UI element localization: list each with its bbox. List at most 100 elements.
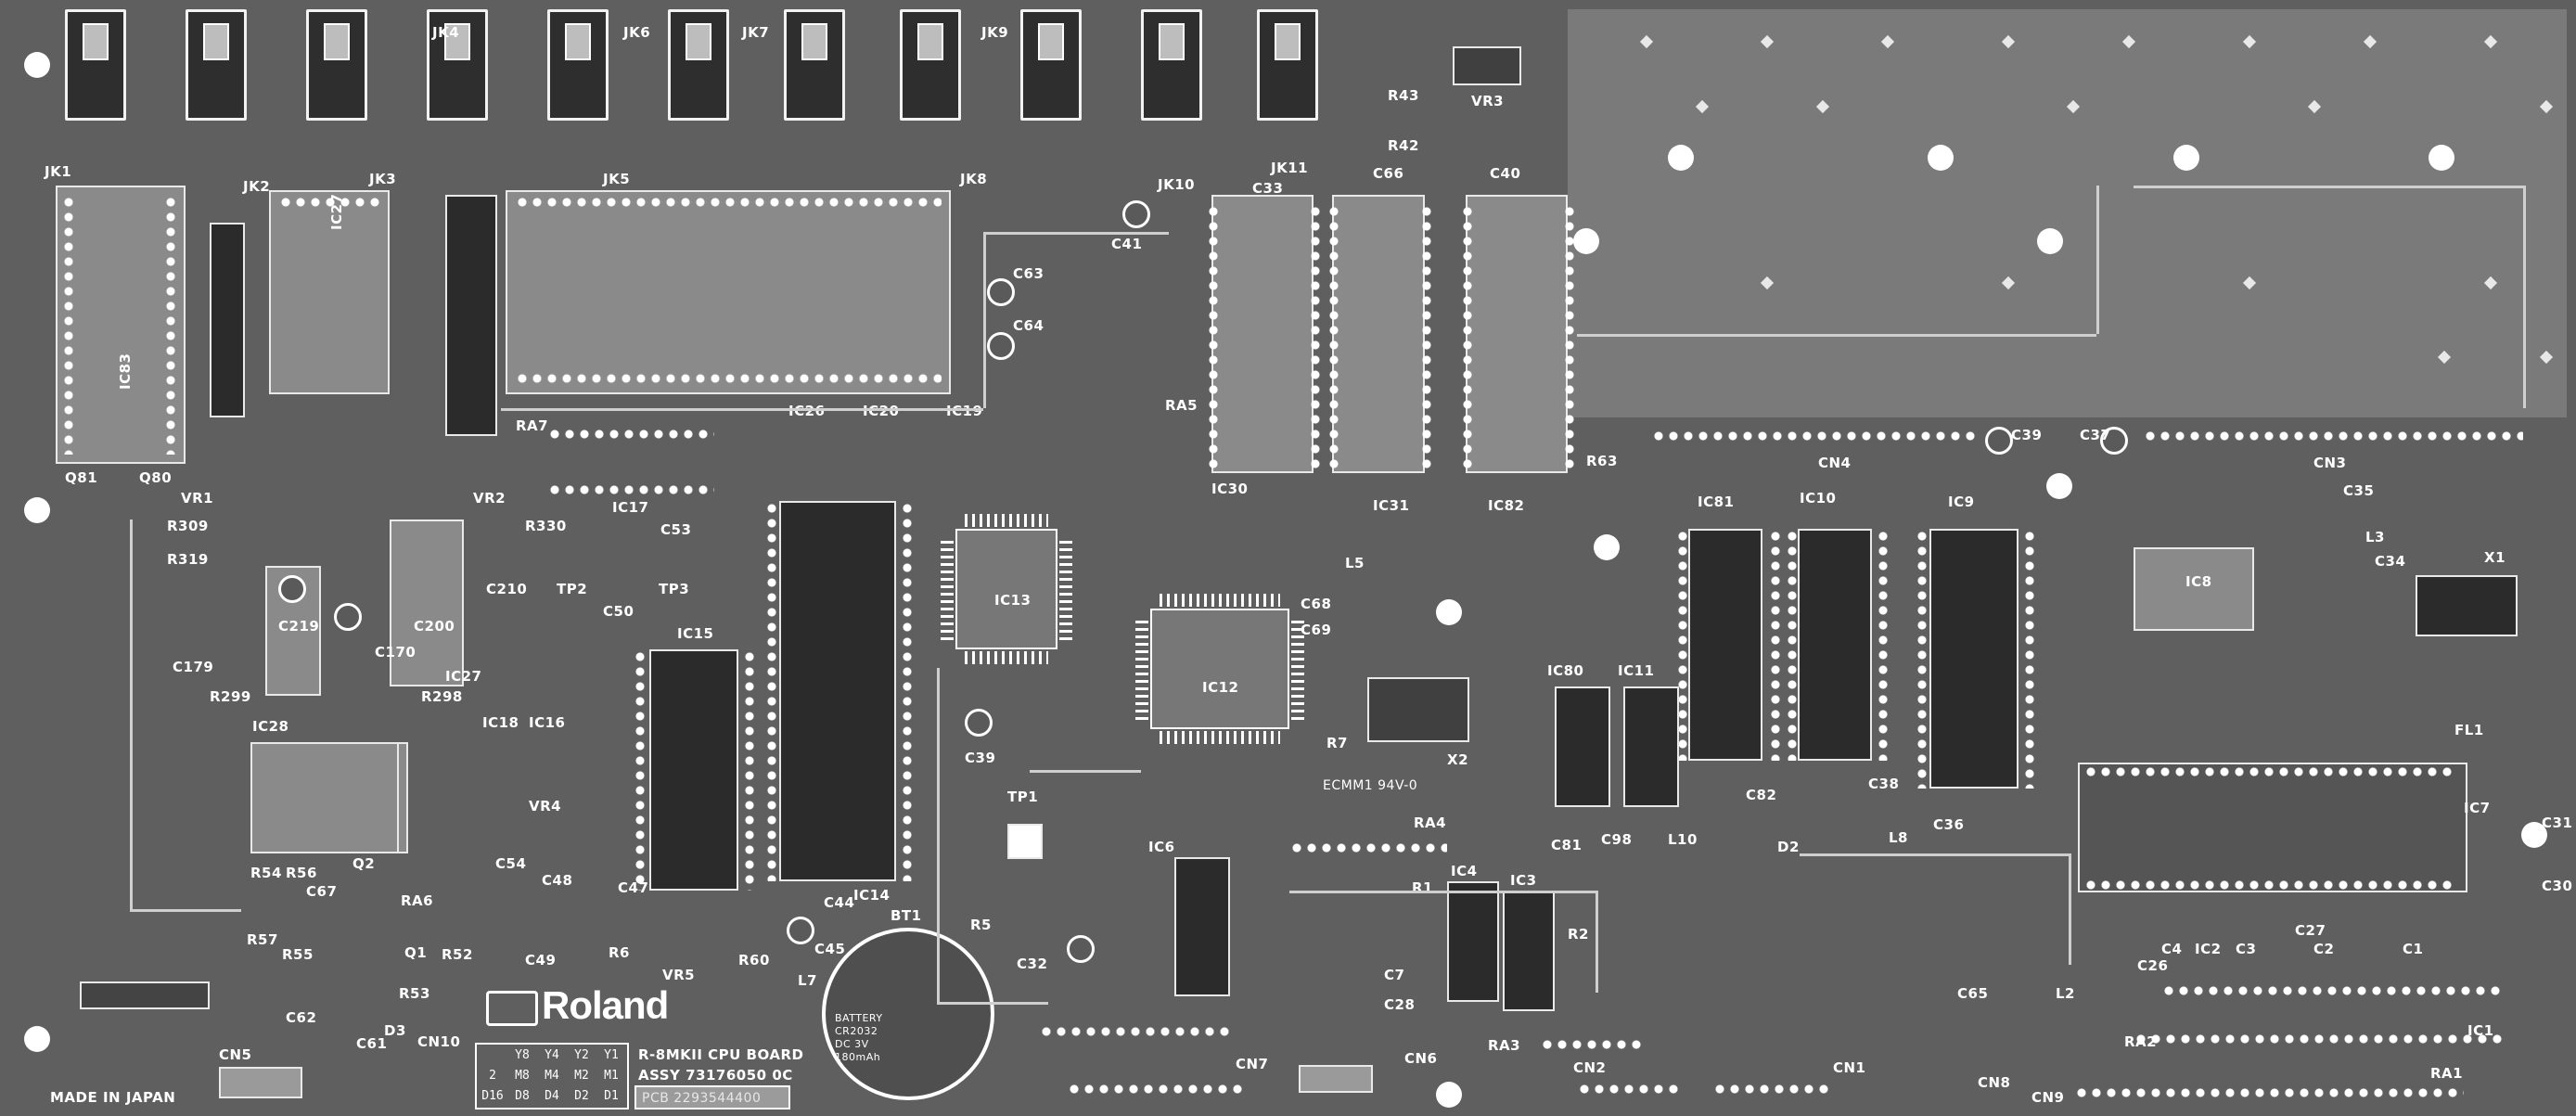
- qfp-pins: [1059, 538, 1072, 640]
- inductor-label: L7: [798, 972, 817, 989]
- pcb-trace: [501, 408, 983, 411]
- diode-label: D2: [1777, 839, 1800, 855]
- jack-label: JK9: [981, 24, 1009, 41]
- grid-cell: D4: [545, 1089, 559, 1103]
- ic-label: IC28: [252, 718, 289, 735]
- grid-cell: Y1: [604, 1048, 619, 1062]
- ic-label: IC80: [1547, 662, 1584, 679]
- electrolytic-cap: [787, 917, 814, 944]
- grid-cell: M8: [515, 1069, 530, 1083]
- ra-label: RA5: [1165, 397, 1198, 414]
- ic-label: IC13: [994, 592, 1032, 609]
- jack-label: JK11: [1271, 160, 1309, 176]
- cap-label: C38: [1868, 776, 1900, 792]
- cap-label: C67: [306, 883, 338, 900]
- q-label: Q2: [352, 855, 376, 872]
- dip-chip: [1466, 195, 1568, 473]
- ic-label: IC14: [853, 887, 891, 904]
- connector-housing: [219, 1067, 302, 1098]
- coin-battery: [822, 928, 994, 1100]
- connector-label: CN2: [1573, 1059, 1607, 1076]
- pcb-trace: [130, 520, 133, 909]
- component-block: [390, 520, 464, 686]
- dip-chip: [1623, 686, 1679, 807]
- cap-label: C98: [1601, 831, 1633, 848]
- cap-label: C27: [2295, 922, 2326, 939]
- dip-chip: [1688, 529, 1762, 761]
- qfp-chip: [1150, 609, 1289, 729]
- filter-block: [269, 190, 390, 394]
- jack-label: JK5: [603, 171, 631, 187]
- cap-label: C69: [1301, 622, 1332, 638]
- grid-cell: M4: [545, 1069, 559, 1083]
- pin-row: [547, 482, 714, 497]
- cap-label: C219: [278, 618, 320, 635]
- board-assy: ASSY 73176050 0C: [638, 1067, 793, 1084]
- qfp-pins: [1291, 618, 1304, 720]
- pin-column: [2022, 529, 2037, 789]
- ic-label: IC8: [2185, 573, 2212, 590]
- vr-label: VR4: [529, 798, 562, 815]
- cap-label: C179: [173, 659, 214, 675]
- qfp-pins: [941, 538, 954, 640]
- cap-label: C32: [1017, 956, 1048, 972]
- ic-label: IC7: [2464, 800, 2491, 816]
- q-label: Q1: [404, 944, 428, 961]
- q-label: Q80: [139, 469, 173, 486]
- inductor-label: L3: [2365, 529, 2385, 545]
- cap-label: C26: [2137, 957, 2169, 974]
- cap-label: C50: [603, 603, 634, 620]
- audio-jack: [186, 9, 247, 121]
- ra-label: RA2: [2124, 1033, 2158, 1050]
- pin-row: [2083, 878, 2454, 892]
- cap-label: C2: [2313, 941, 2335, 957]
- resistor-label: R7: [1326, 735, 1348, 751]
- audio-jack: [65, 9, 126, 121]
- cap-label: C210: [486, 581, 528, 597]
- mounting-hole: [2429, 145, 2454, 171]
- connector-label: CN5: [219, 1046, 252, 1063]
- resistor-label: R52: [442, 946, 473, 963]
- ra-label: RA3: [1488, 1037, 1521, 1054]
- battery-text: CR2032: [835, 1025, 878, 1037]
- cap-label: C30: [2542, 878, 2573, 894]
- dip-chip: [1332, 195, 1425, 473]
- component-block: [250, 742, 399, 853]
- cap-label: C41: [1111, 236, 1143, 252]
- tp-label: TP2: [557, 581, 588, 597]
- cap-label: C37: [2080, 427, 2111, 443]
- pcb-trace: [937, 668, 940, 1002]
- connector-label: CN8: [1978, 1074, 2011, 1091]
- ic-label: IC6: [1148, 839, 1175, 855]
- audio-jack: [900, 9, 961, 121]
- qfp-pins: [1160, 594, 1280, 607]
- connector-label: CN4: [1818, 455, 1852, 471]
- cap-label: C1: [2403, 941, 2424, 957]
- audio-jack: [427, 9, 488, 121]
- battery-label: BT1: [891, 907, 922, 924]
- connector-label: CN9: [2031, 1089, 2065, 1106]
- pcb-number-box: PCB 2293544400: [634, 1085, 790, 1110]
- cap-label: C64: [1013, 317, 1044, 334]
- ic-label: IC16: [529, 714, 566, 731]
- battery-text: 180mAh: [835, 1051, 881, 1063]
- audio-jack: [547, 9, 609, 121]
- electrolytic-cap: [987, 332, 1015, 360]
- cap-label: C3: [2236, 941, 2257, 957]
- cap-label: C39: [965, 750, 996, 766]
- version-grid: Y8 Y4 Y2 Y1 2 M8 M4 M2 M1 D16 D8 D4 D2 D…: [475, 1043, 629, 1110]
- grid-cell: M2: [574, 1069, 589, 1083]
- mounting-hole: [2521, 822, 2547, 848]
- dip-chip: [649, 649, 738, 891]
- dip-chip: [1929, 529, 2019, 789]
- rating-mark: ECMM1 94V-0: [1323, 778, 1418, 793]
- grid-cell: 2: [489, 1069, 496, 1083]
- pin-row: [1289, 840, 1447, 855]
- grid-cell: D2: [574, 1089, 589, 1103]
- q-label: Q81: [65, 469, 98, 486]
- resistor-label: R6: [609, 944, 630, 961]
- electrolytic-cap: [2100, 427, 2128, 455]
- electrolytic-cap: [278, 575, 306, 603]
- crystal: [2416, 575, 2518, 636]
- mounting-hole: [24, 497, 50, 523]
